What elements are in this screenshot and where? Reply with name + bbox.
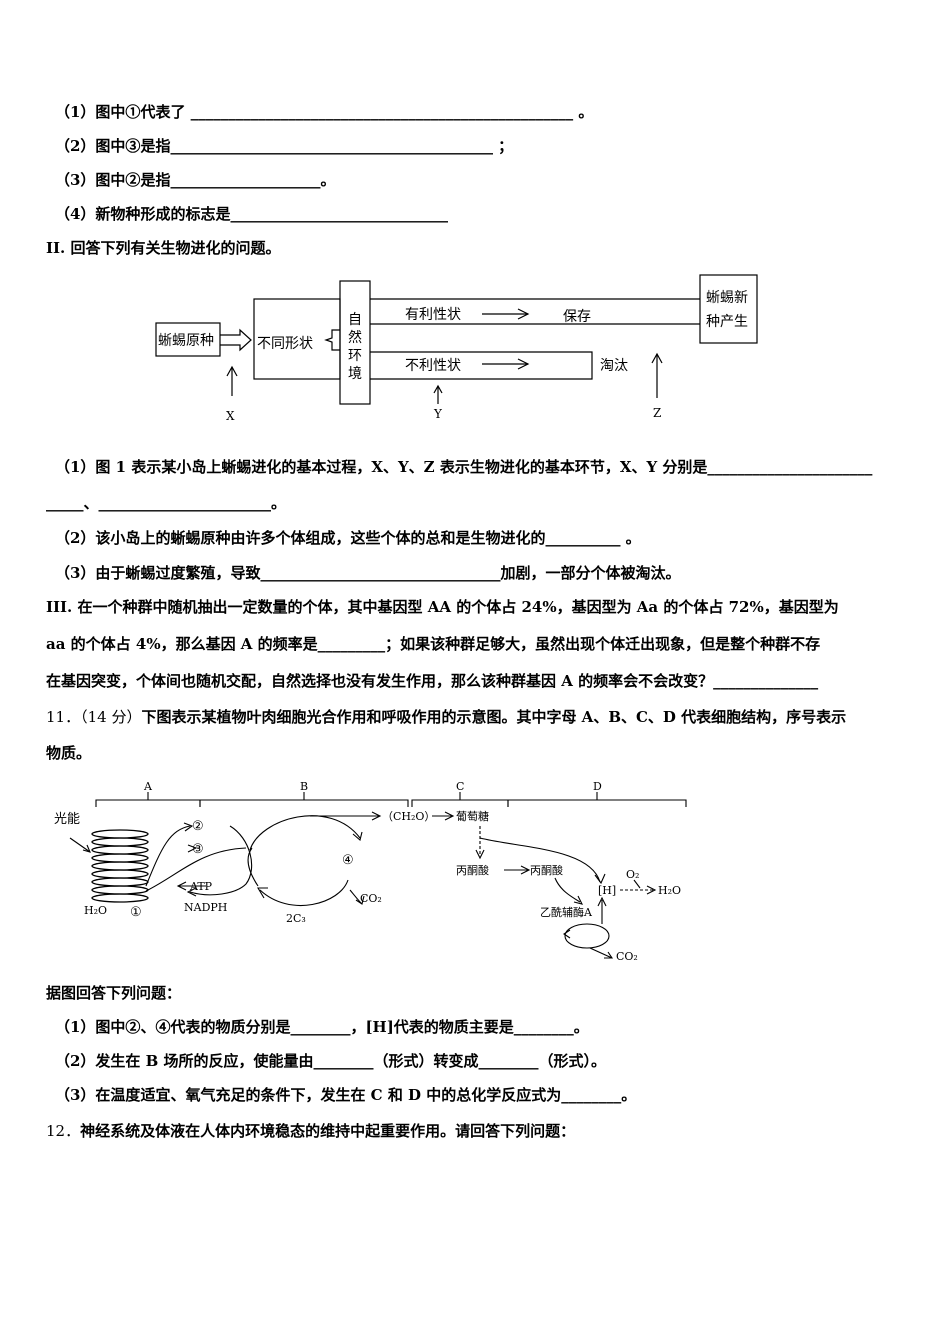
pyruvate-2-label: 丙酮酸 [530,863,563,877]
q12-number: 12． [46,1122,81,1140]
environment-char-2: 然 [348,329,362,346]
glucose-label: 葡萄糖 [456,809,489,823]
q4-blank: （4）新物种形成的标志是____________________________… [55,205,448,223]
q11-line2: 物质。 [46,744,92,762]
s2-q1-line1: （1）图 1 表示某小岛上蜥蜴进化的基本过程，X、Y、Z 表示生物进化的基本环节… [55,458,873,476]
q11-q3: （3）在温度适宜、氧气充足的条件下，发生在 C 和 D 中的总化学反应式为___… [55,1086,637,1104]
label-C: C [456,780,464,793]
lizard-evolution-diagram: 蜥蜴原种 不同形状 自 然 环 境 有利性状 保存 不利性状 淘汰 蜥蜴新 种产… [155,274,758,423]
q3-blank: （3）图中②是指____________________。 [55,171,336,189]
q12-line: 12．神经系统及体液在人体内环境稳态的维持中起重要作用。请回答下列问题： [46,1120,906,1142]
h2o-right-label: H₂O [658,884,681,897]
q11-text: 下图表示某植物叶肉细胞光合作用和呼吸作用的示意图。其中字母 A、B、C、D 代表… [141,708,847,726]
q11-q2: （2）发生在 B 场所的反应，使能量由________（形式）转变成______… [55,1052,607,1070]
new-species-line1: 蜥蜴新 [706,290,748,306]
circle-2-label: ② [192,819,204,834]
s3-line1: III. 在一个种群中随机抽出一定数量的个体，其中基因型 AA 的个体占 24%… [46,598,839,616]
s3-line3: 在基因突变，个体间也随机交配，自然选择也没有发生作用，那么该种群基因 A 的频率… [46,672,819,690]
q12-text: 神经系统及体液在人体内环境稳态的维持中起重要作用。请回答下列问题： [80,1122,576,1140]
circle-3-label: ③ [192,842,204,857]
s2-q3: （3）由于蜥蜴过度繁殖，导致__________________________… [55,564,681,582]
label-B: B [300,780,308,793]
light-energy-label: 光能 [54,812,80,827]
q11-number: 11．（14 分） [46,708,142,726]
z-label: Z [653,406,661,420]
preserve-label: 保存 [563,309,591,325]
s3-line2: aa 的个体占 4%，那么基因 A 的频率是_________；如果该种群足够大… [46,635,821,653]
new-species-line2: 种产生 [706,314,748,330]
co2-d-label: CO₂ [616,950,638,963]
different-traits-label: 不同形状 [257,336,313,352]
h2o-left-label: H₂O [84,904,107,917]
co2-b-label: CO₂ [360,892,382,905]
label-A: A [143,780,153,793]
favorable-traits-label: 有利性状 [405,307,461,323]
y-label: Y [433,407,443,421]
environment-char-1: 自 [348,312,362,328]
o2-label: O₂ [626,868,639,881]
q1-blank: （1）图中①代表了 ______________________________… [55,103,594,121]
unfavorable-traits-label: 不利性状 [405,358,461,374]
circle-4-label: ④ [342,853,354,868]
pyruvate-1-label: 丙酮酸 [456,863,489,877]
atp-label: ATP [189,880,213,893]
q11-q1: （1）图中②、④代表的物质分别是________，[H]代表的物质主要是____… [55,1018,589,1036]
section2-heading: II. 回答下列有关生物进化的问题。 [46,239,281,257]
q11-line1: 11．（14 分）下图表示某植物叶肉细胞光合作用和呼吸作用的示意图。其中字母 A… [46,706,906,728]
environment-char-4: 境 [348,366,362,382]
q2-blank: （2）图中③是指________________________________… [55,137,514,155]
circle-1-label: ① [130,905,142,920]
label-D: D [593,780,602,793]
two-c3-label: 2C₃ [286,912,306,925]
environment-char-3: 环 [348,348,362,364]
eliminate-label: 淘汰 [600,358,628,374]
h-label: [H] [598,884,616,897]
acetyl-coa-label: 乙酰辅酶A [540,905,593,919]
q11-intro: 据图回答下列问题： [46,984,182,1002]
ch2o-label: （CH₂O） [382,810,435,823]
original-species-label: 蜥蜴原种 [158,333,214,349]
s2-q1-line2: _____、_______________________。 [46,494,287,512]
s2-q2: （2）该小岛上的蜥蜴原种由许多个体组成，这些个体的总和是生物进化的_______… [55,529,641,547]
x-label: X [226,409,235,423]
photosynthesis-respiration-diagram: A B C D 光能 ② ③ ATP NADPH H₂O ① ④ CO₂ 2C₃… [54,780,687,963]
nadph-label: NADPH [184,901,227,914]
